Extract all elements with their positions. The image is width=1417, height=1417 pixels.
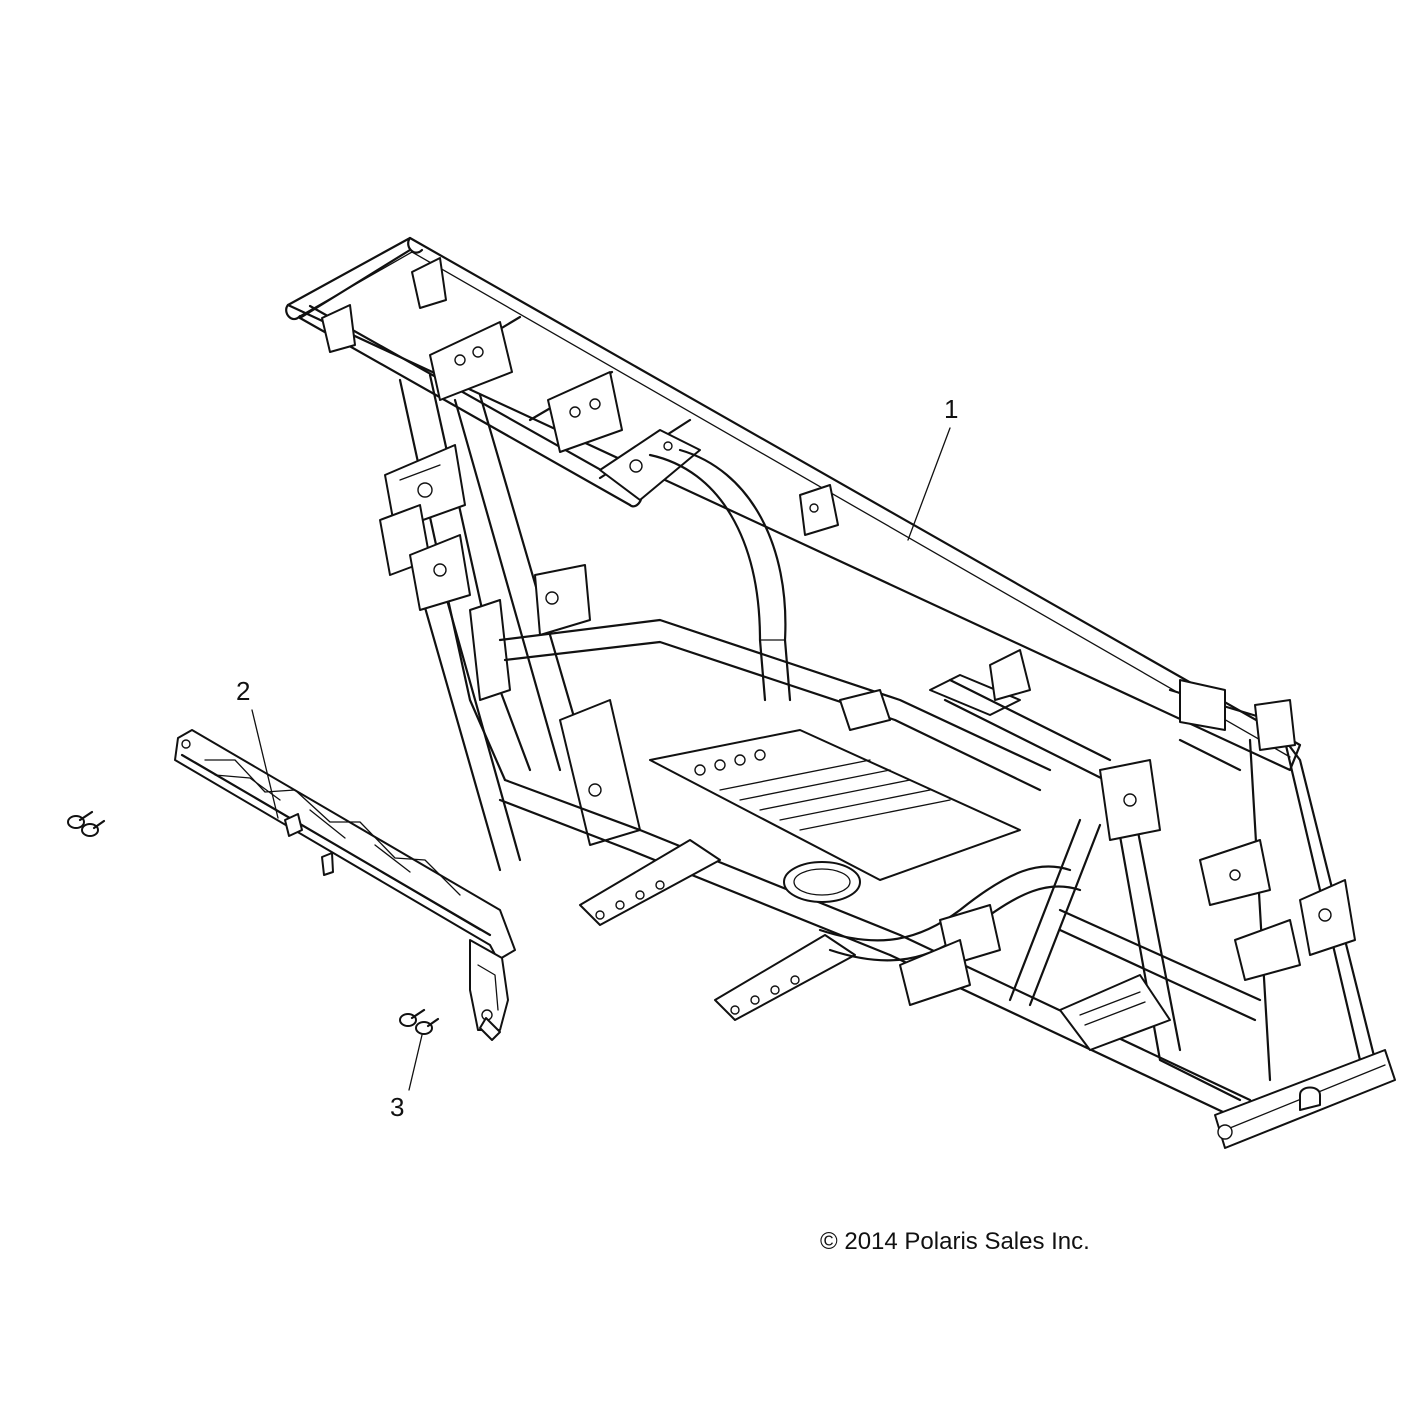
copyright-notice: © 2014 Polaris Sales Inc. [820,1228,1090,1255]
callout-1-leader [907,427,951,541]
main-frame [285,236,1396,1149]
bolts-upper-pair [67,810,106,837]
skid-rail [174,729,516,1041]
callout-3-label: 3 [390,1092,404,1122]
callout-2-label: 2 [236,676,250,706]
callout-2-leader [251,709,279,819]
callout-1-label: 1 [944,394,958,424]
callout-3-leader [408,1034,423,1091]
bolts-lower-pair [399,1008,440,1035]
